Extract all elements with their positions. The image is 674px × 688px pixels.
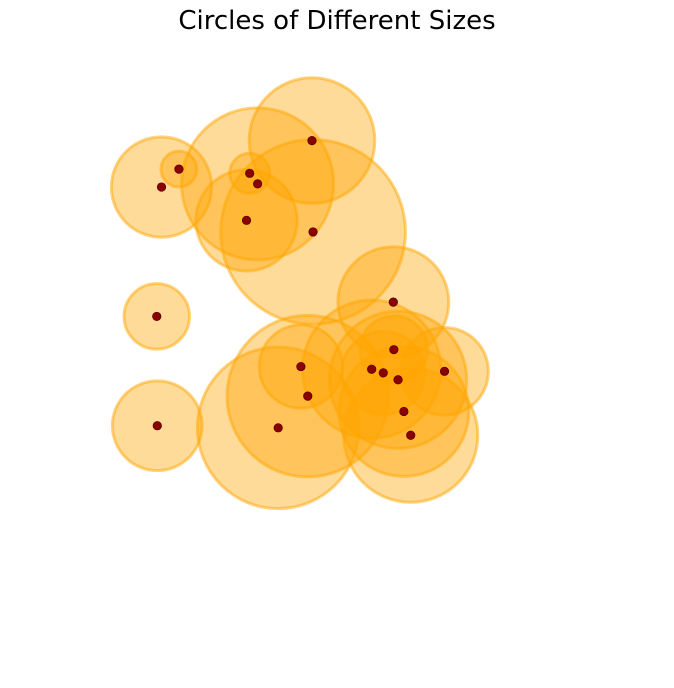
chart-title: Circles of Different Sizes [178,6,496,36]
center-point-17 [399,406,409,417]
center-point-20 [406,430,416,440]
center-point-11 [296,361,306,372]
center-point-12 [367,364,377,374]
center-point-10 [389,345,399,355]
center-point-7 [308,227,318,237]
center-point-3 [245,168,255,178]
center-point-19 [273,423,283,433]
center-point-8 [388,297,398,307]
center-point-1 [174,164,184,174]
center-point-18 [152,421,162,431]
center-point-2 [156,182,167,192]
center-point-14 [393,375,403,385]
center-point-4 [253,179,263,189]
center-point-9 [152,311,162,322]
circles-layer [109,76,490,511]
center-points-layer [152,135,450,440]
center-point-15 [439,366,450,376]
center-point-6 [241,215,252,225]
center-point-16 [303,391,313,401]
center-point-5 [307,135,317,146]
center-point-13 [378,368,388,378]
